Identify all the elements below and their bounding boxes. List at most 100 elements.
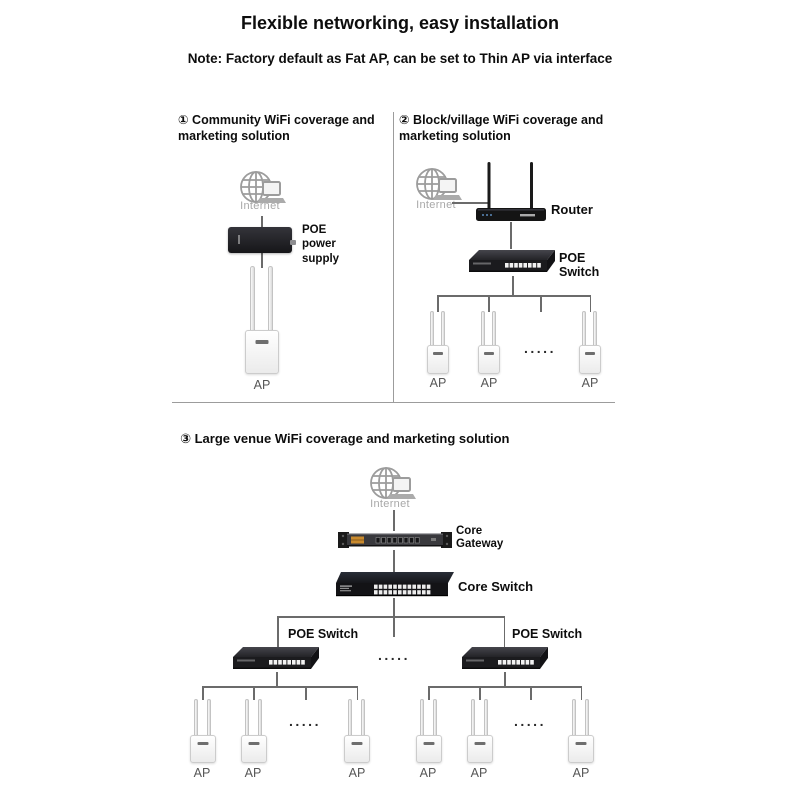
poe-switch-device [233, 647, 319, 669]
branch-line [202, 686, 358, 688]
antenna [207, 699, 211, 737]
ellipsis-more-aps: ..... [524, 340, 556, 356]
poe-switch-label: POE Switch [512, 627, 583, 641]
connector-line [393, 598, 395, 617]
antenna [268, 266, 273, 332]
antenna [420, 699, 424, 737]
internet-label: Internet [370, 498, 410, 510]
ap-logo-tag [474, 742, 486, 745]
antenna [441, 311, 445, 347]
drop-line [428, 686, 430, 700]
antenna [258, 699, 262, 737]
ap-logo-tag [248, 742, 260, 745]
ap-label: AP [348, 766, 366, 780]
section2-heading: ② Block/village WiFi coverage and market… [399, 113, 604, 144]
drop-line [488, 295, 490, 312]
internet-label: Internet [416, 199, 456, 211]
ap-body [245, 330, 279, 374]
antenna [250, 266, 255, 332]
ap-device [478, 311, 500, 375]
branch-line [437, 295, 591, 297]
ap-logo-tag [197, 742, 209, 745]
poe-switch-label: POE Switch [288, 627, 359, 641]
ap-label: AP [253, 378, 271, 392]
ap-label: AP [419, 766, 437, 780]
antenna [593, 311, 597, 347]
drop-line [253, 686, 255, 700]
ap-label: AP [244, 766, 262, 780]
ap-label: AP [572, 766, 590, 780]
core-switch-label: Core Switch [458, 579, 534, 594]
drop-line [202, 686, 204, 700]
ap-label: AP [470, 766, 488, 780]
antenna [484, 699, 488, 737]
ap-device [241, 699, 267, 763]
antenna [572, 699, 576, 737]
antenna [492, 311, 496, 347]
connector-line [512, 276, 514, 296]
poe-injector-device [228, 227, 296, 253]
connector-line [393, 510, 395, 531]
connector-line [504, 672, 506, 687]
ap-body [344, 735, 370, 763]
connector-line [276, 672, 278, 687]
ap-body [579, 345, 601, 374]
ap-body [568, 735, 594, 763]
antenna [430, 311, 434, 347]
drop-line [393, 616, 395, 637]
note-text: Note: Factory default as Fat AP, can be … [187, 51, 613, 66]
drop-line [530, 686, 532, 700]
ap-logo-tag [351, 742, 363, 745]
antenna [471, 699, 475, 737]
poe-switch-device [462, 647, 548, 669]
router-label: Router [551, 202, 593, 217]
ap-body [241, 735, 267, 763]
ap-label: AP [581, 376, 599, 390]
ap-device [416, 699, 442, 763]
connector-line [393, 550, 395, 573]
ap-device [427, 311, 449, 375]
antenna [194, 699, 198, 737]
antenna [361, 699, 365, 737]
antenna [348, 699, 352, 737]
internet-icon [416, 168, 462, 200]
ap-device [245, 266, 279, 374]
core-switch-device [336, 572, 454, 597]
ap-body [467, 735, 493, 763]
branch-line [428, 686, 582, 688]
connector-line [452, 202, 489, 204]
ap-label: AP [193, 766, 211, 780]
drop-line [479, 686, 481, 700]
drop-line [437, 295, 439, 312]
ellipsis-more-aps: ..... [514, 713, 546, 729]
internet-label: Internet [240, 200, 280, 212]
internet-icon [240, 171, 286, 203]
ap-device [568, 699, 594, 763]
drop-line [503, 616, 506, 647]
ap-logo-tag [255, 340, 269, 344]
section3-heading: ③ Large venue WiFi coverage and marketin… [180, 431, 510, 446]
ap-logo-tag [423, 742, 435, 745]
section1-heading: ① Community WiFi coverage and marketing … [178, 113, 375, 144]
branch-line [277, 616, 505, 618]
ap-logo-tag [585, 352, 595, 355]
ap-body [190, 735, 216, 763]
ap-logo-tag [484, 352, 494, 355]
antenna [245, 699, 249, 737]
divider-horizontal [172, 402, 615, 404]
ellipsis-more-aps: ..... [289, 713, 321, 729]
drop-line [356, 686, 359, 700]
ap-body [478, 345, 500, 374]
connector-line [510, 222, 512, 249]
drop-line [305, 686, 307, 700]
core-gateway-label: Core Gateway [456, 525, 504, 551]
ellipsis-more-switches: ..... [378, 647, 410, 663]
drop-line [580, 686, 583, 700]
ap-device [467, 699, 493, 763]
drop-line [540, 295, 542, 312]
router-device [476, 162, 546, 221]
antenna [433, 699, 437, 737]
antenna [585, 699, 589, 737]
drop-line [277, 616, 279, 647]
